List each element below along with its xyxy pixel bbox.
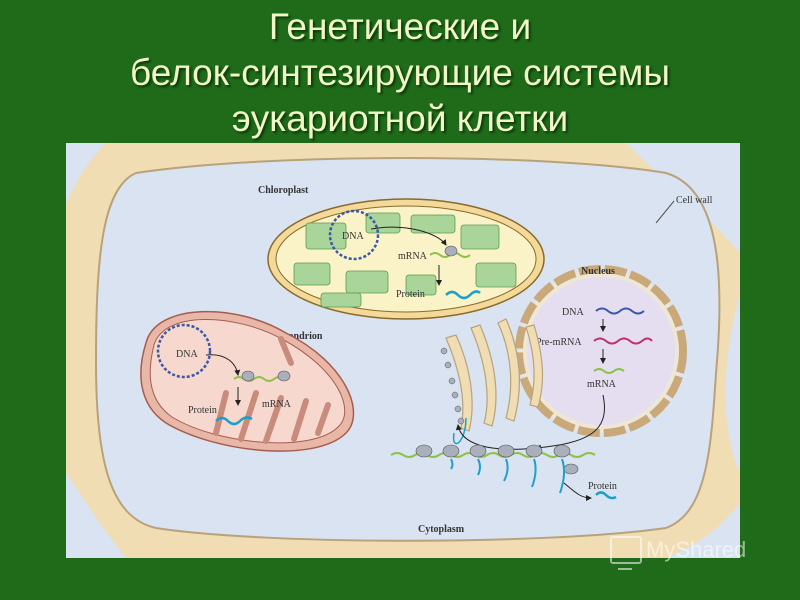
nucleus <box>527 277 675 425</box>
rough-er <box>445 318 544 432</box>
polysome-ribosomes <box>415 444 579 475</box>
slide-title: Генетические и белок-синтезирующие систе… <box>0 4 800 142</box>
cell-wall-leader <box>655 200 675 224</box>
pre-mrna-strand <box>593 337 653 345</box>
neighbor-cell-top-left <box>66 143 106 203</box>
presentation-board-icon <box>610 536 642 570</box>
neighbor-cell-bottom-right <box>666 503 740 558</box>
nascent-proteins <box>450 458 566 494</box>
neighbor-cell-top-right <box>626 143 740 253</box>
mito-ribosome-2 <box>277 370 291 382</box>
chloroplast-label: Chloroplast <box>258 185 309 196</box>
cytoplasm-protein-strand <box>595 491 617 500</box>
cytoplasm-protein-label: Protein <box>588 481 617 492</box>
export-arrow <box>535 394 605 451</box>
chloroplast-protein-label: Protein <box>396 289 425 300</box>
cristae <box>213 336 331 444</box>
watermark-text: MyShared <box>646 537 747 562</box>
neighbor-cell-bottom-left <box>66 473 126 558</box>
release-arrow <box>563 482 592 501</box>
cell-diagram-svg: Cell wall Chloroplast DNA mRNA Protein N… <box>66 143 740 558</box>
chloroplast-protein-strand <box>445 290 481 300</box>
chloroplast-dna-label: DNA <box>342 231 364 242</box>
title-line-3: эукариотной клетки <box>231 98 569 139</box>
mito-protein-label: Protein <box>188 405 217 416</box>
er-protein-strand <box>452 417 467 445</box>
title-line-2: белок-синтезирующие системы <box>130 52 670 93</box>
cell-diagram: Cell wall Chloroplast DNA mRNA Protein N… <box>66 143 740 558</box>
mito-protein-strand <box>215 416 253 426</box>
mito-dna-label: DNA <box>176 349 198 360</box>
mito-mrna-label: mRNA <box>262 399 292 410</box>
watermark: MyShared <box>610 536 747 570</box>
neighbor-cell-right <box>725 293 740 473</box>
mito-ribosome-1 <box>241 370 255 382</box>
nucleus-mrna-strand <box>593 368 625 374</box>
nucleus-label: Nucleus <box>581 266 615 277</box>
chloroplast-dna-ring <box>328 209 380 261</box>
chloroplast-ribosome <box>444 245 458 257</box>
er-ribosomes <box>440 347 465 425</box>
nucleus-mrna-label: mRNA <box>587 379 617 390</box>
pre-mrna-label: Pre-mRNA <box>536 337 582 348</box>
nucleus-dna-label: DNA <box>562 307 584 318</box>
chloroplast-transcription-arrow <box>370 226 447 246</box>
thylakoid-stacks <box>293 212 517 308</box>
chloroplast-mrna-label: mRNA <box>398 251 428 262</box>
cytoplasm-label: Cytoplasm <box>418 524 465 535</box>
mito-dna-ring <box>156 323 212 379</box>
nucleus-dna-strand <box>595 307 645 315</box>
title-line-1: Генетические и <box>268 6 532 47</box>
cell-wall-label: Cell wall <box>676 195 713 206</box>
mito-transcription-arrow <box>205 354 241 376</box>
